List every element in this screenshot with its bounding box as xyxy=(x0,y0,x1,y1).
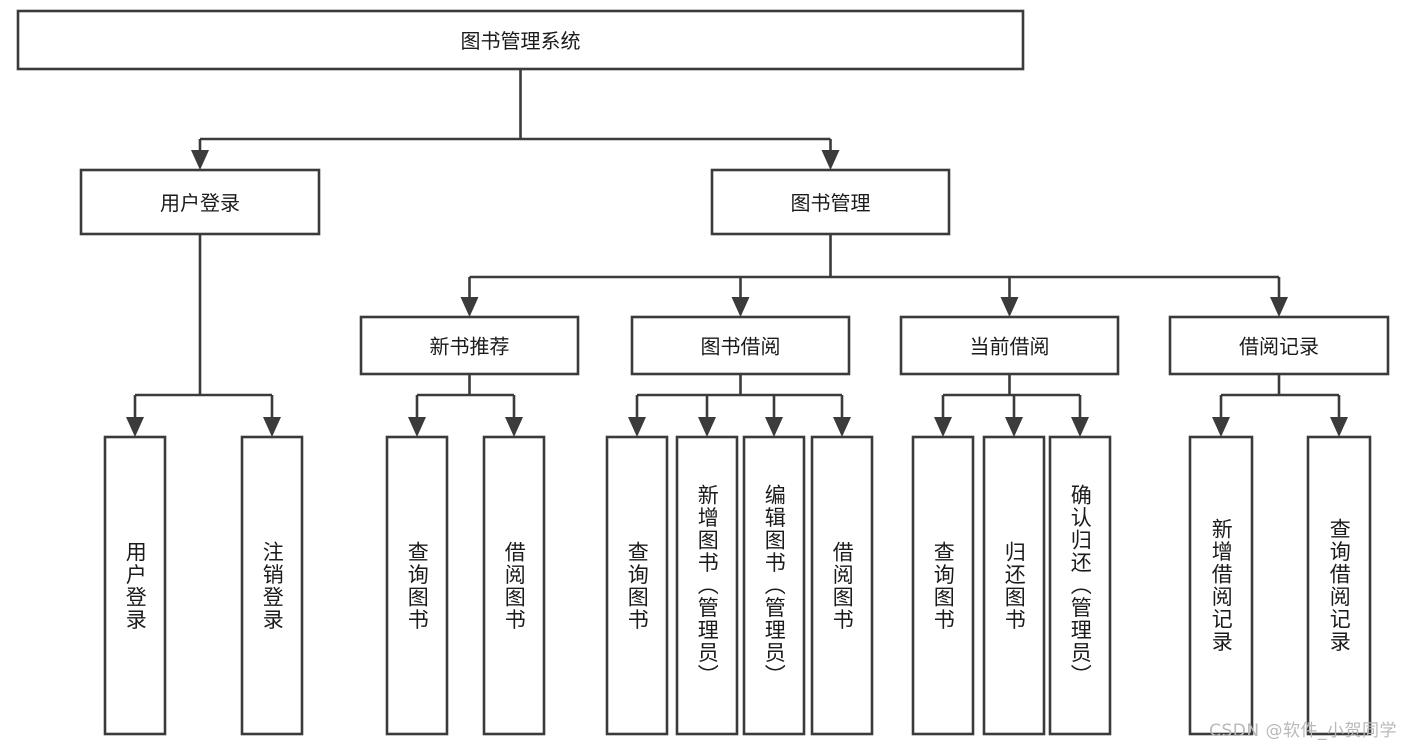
arrow-head-icon xyxy=(698,417,716,437)
node-box-leaf-6[interactable] xyxy=(742,435,806,736)
node-box-leaf-2[interactable] xyxy=(385,435,449,736)
arrow-head-icon xyxy=(1071,417,1089,437)
node-label-level2-0: 用户登录 xyxy=(160,191,240,215)
node-label-level3-1: 图书借阅 xyxy=(701,335,781,359)
arrow-head-icon xyxy=(821,150,840,170)
node-box-level3-0[interactable] xyxy=(359,315,580,376)
node-box-leaf-9[interactable] xyxy=(982,435,1046,736)
arrow-head-icon xyxy=(1270,297,1288,317)
node-label-level3-3: 借阅记录 xyxy=(1239,335,1319,359)
arrow-head-icon xyxy=(460,297,479,317)
node-box-level3-2[interactable] xyxy=(899,315,1120,376)
node-box-leaf-7[interactable] xyxy=(810,435,874,736)
node-box-leaf-5[interactable] xyxy=(675,435,739,736)
node-box-level2-1[interactable] xyxy=(710,168,951,236)
node-label-root: 图书管理系统 xyxy=(461,29,581,53)
node-box-level2-0[interactable] xyxy=(79,168,321,236)
node-box-leaf-0[interactable] xyxy=(103,435,167,736)
arrow-head-icon xyxy=(505,417,523,437)
arrow-head-icon xyxy=(628,417,646,437)
arrow-head-icon xyxy=(126,417,144,437)
node-box-leaf-8[interactable] xyxy=(911,435,975,736)
node-box-level3-3[interactable] xyxy=(1168,315,1390,376)
arrow-head-icon xyxy=(191,150,209,170)
node-box-leaf-11[interactable] xyxy=(1188,435,1254,736)
arrow-head-icon xyxy=(263,417,281,437)
node-label-level3-0: 新书推荐 xyxy=(430,335,510,359)
node-box-leaf-12[interactable] xyxy=(1306,435,1372,736)
arrow-head-icon xyxy=(1000,297,1019,317)
arrow-head-icon xyxy=(731,297,750,317)
node-box-root[interactable] xyxy=(16,9,1025,71)
arrow-head-icon xyxy=(833,417,851,437)
arrow-head-icon xyxy=(934,417,952,437)
arrow-head-icon xyxy=(765,417,783,437)
node-box-leaf-1[interactable] xyxy=(240,435,304,736)
node-label-level2-1: 图书管理 xyxy=(791,191,871,215)
arrow-head-icon xyxy=(1212,417,1230,437)
connectors-layer xyxy=(126,69,1348,437)
node-box-leaf-4[interactable] xyxy=(605,435,669,736)
node-box-leaf-10[interactable] xyxy=(1048,435,1112,736)
arrow-head-icon xyxy=(1330,417,1348,437)
node-label-level3-2: 当前借阅 xyxy=(970,335,1050,359)
node-box-level3-1[interactable] xyxy=(630,315,851,376)
arrow-head-icon xyxy=(1005,417,1023,437)
node-box-leaf-3[interactable] xyxy=(482,435,546,736)
arrow-head-icon xyxy=(408,417,426,437)
watermark-text: CSDN @软件_小贺同学 xyxy=(1209,721,1397,741)
boxes-layer xyxy=(16,9,1390,736)
